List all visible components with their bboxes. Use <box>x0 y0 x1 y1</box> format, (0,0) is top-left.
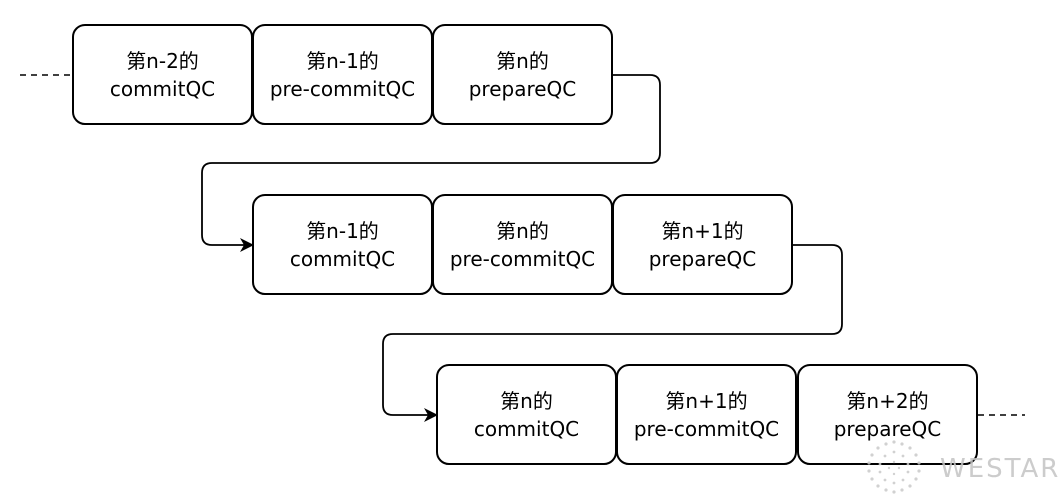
node-label-line2: commitQC <box>474 417 579 441</box>
node-prepareqc: 第n+2的 prepareQC <box>797 364 978 465</box>
node-label-line2: prepareQC <box>649 247 757 271</box>
node-label-line2: commitQC <box>290 247 395 271</box>
row-2: 第n-1的 commitQC 第n的 pre-commitQC 第n+1的 pr… <box>252 194 793 295</box>
row-3: 第n的 commitQC 第n+1的 pre-commitQC 第n+2的 pr… <box>436 364 978 465</box>
node-label-line2: pre-commitQC <box>450 247 595 271</box>
node-pre-commitqc: 第n+1的 pre-commitQC <box>616 364 797 465</box>
connector-row1-to-row2 <box>201 74 661 252</box>
node-label-line2: prepareQC <box>834 417 942 441</box>
node-prepareqc: 第n的 prepareQC <box>432 24 613 125</box>
node-label-line2: commitQC <box>110 77 215 101</box>
connector-row2-to-row3 <box>382 244 843 422</box>
node-label-line1: 第n的 <box>496 49 549 73</box>
dotted-sphere-logo-icon <box>867 440 921 494</box>
node-label-line2: prepareQC <box>469 77 577 101</box>
node-label-line1: 第n-1的 <box>306 219 379 243</box>
node-pre-commitqc: 第n的 pre-commitQC <box>432 194 613 295</box>
node-label-line1: 第n-1的 <box>306 49 379 73</box>
node-label-line1: 第n-2的 <box>126 49 199 73</box>
row-1: 第n-2的 commitQC 第n-1的 pre-commitQC 第n的 pr… <box>72 24 613 125</box>
node-commitqc: 第n的 commitQC <box>436 364 617 465</box>
watermark-text: WESTAR <box>940 454 1058 484</box>
node-prepareqc: 第n+1的 prepareQC <box>612 194 793 295</box>
node-label-line1: 第n+1的 <box>665 389 747 413</box>
node-commitqc: 第n-1的 commitQC <box>252 194 433 295</box>
node-label-line1: 第n的 <box>496 219 549 243</box>
node-label-line1: 第n的 <box>500 389 553 413</box>
watermark: WESTAR <box>867 440 1058 494</box>
node-label-line2: pre-commitQC <box>634 417 779 441</box>
node-label-line1: 第n+2的 <box>846 389 928 413</box>
node-label-line2: pre-commitQC <box>270 77 415 101</box>
node-pre-commitqc: 第n-1的 pre-commitQC <box>252 24 433 125</box>
node-label-line1: 第n+1的 <box>661 219 743 243</box>
node-commitqc: 第n-2的 commitQC <box>72 24 253 125</box>
